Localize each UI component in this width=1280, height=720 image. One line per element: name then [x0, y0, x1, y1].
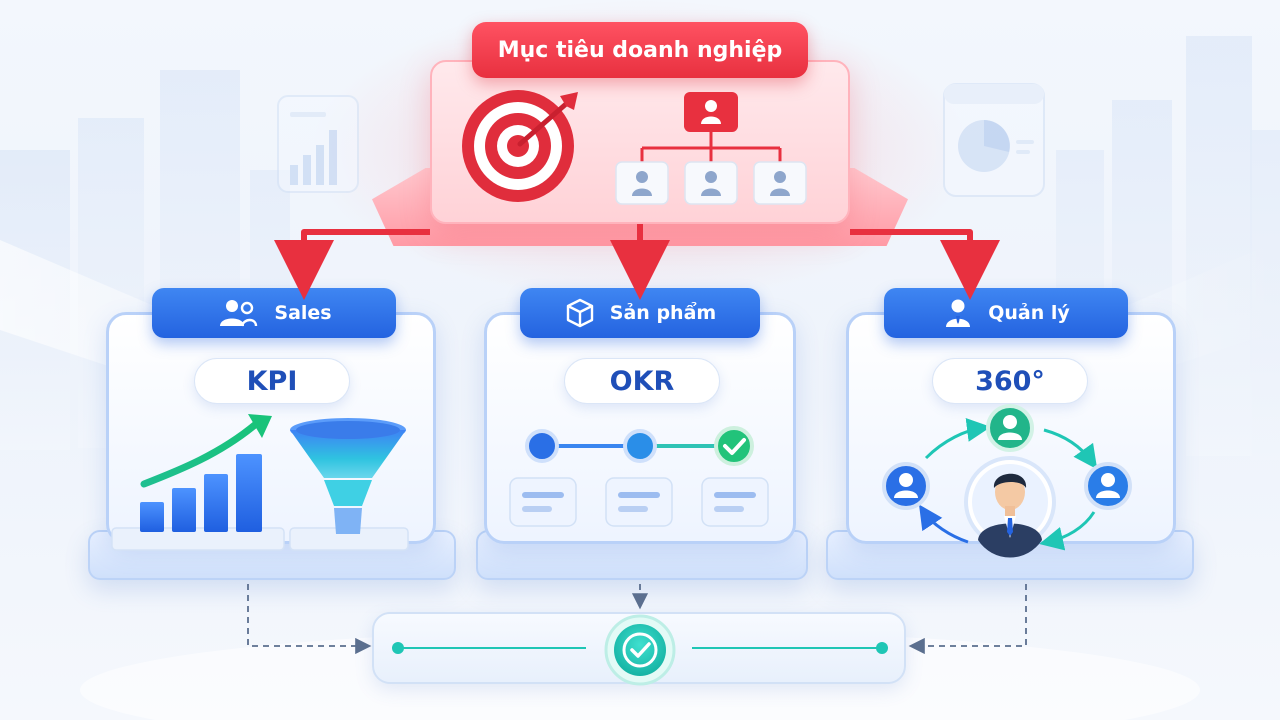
task-card [605, 477, 673, 527]
task-card [701, 477, 769, 527]
okr-badge: OKR [564, 358, 720, 404]
management-label: Quản lý [988, 302, 1070, 324]
chart-base [111, 527, 285, 551]
peer-avatar-icon [1084, 462, 1132, 510]
floating-pie-chart-icon [943, 83, 1045, 197]
peer-avatar-icon [882, 462, 930, 510]
milestone-dot [623, 429, 657, 463]
cube-icon [566, 298, 593, 328]
peer-avatar-icon [986, 404, 1034, 452]
360-feedback-illustration [882, 404, 1132, 558]
goal-panel [430, 60, 850, 224]
okr-timeline-illustration [509, 426, 769, 527]
360-review-badge: 360° [932, 358, 1088, 404]
manager-avatar-icon [964, 456, 1056, 558]
sales-label: Sales [274, 302, 332, 324]
sales-illustration [111, 414, 409, 551]
product-label: Sản phẩm [609, 302, 717, 324]
sales-header: Sales [152, 288, 396, 338]
funnel-icon [290, 418, 406, 534]
floating-bar-chart-icon [277, 95, 359, 193]
trend-arrow-icon [140, 420, 260, 488]
team-icon [220, 300, 258, 327]
milestone-check-icon [714, 426, 754, 466]
goal-title: Mục tiêu doanh nghiệp [472, 22, 808, 78]
growth-bar [204, 474, 228, 532]
milestone-dot [525, 429, 559, 463]
product-header: Sản phẩm [520, 288, 760, 338]
kpi-badge: KPI [194, 358, 350, 404]
task-card [509, 477, 577, 527]
growth-bar [236, 454, 262, 532]
growth-bar [140, 502, 164, 532]
management-header: Quản lý [884, 288, 1128, 338]
growth-bar [172, 488, 196, 532]
review-bar [372, 612, 906, 684]
manager-icon [946, 299, 971, 327]
